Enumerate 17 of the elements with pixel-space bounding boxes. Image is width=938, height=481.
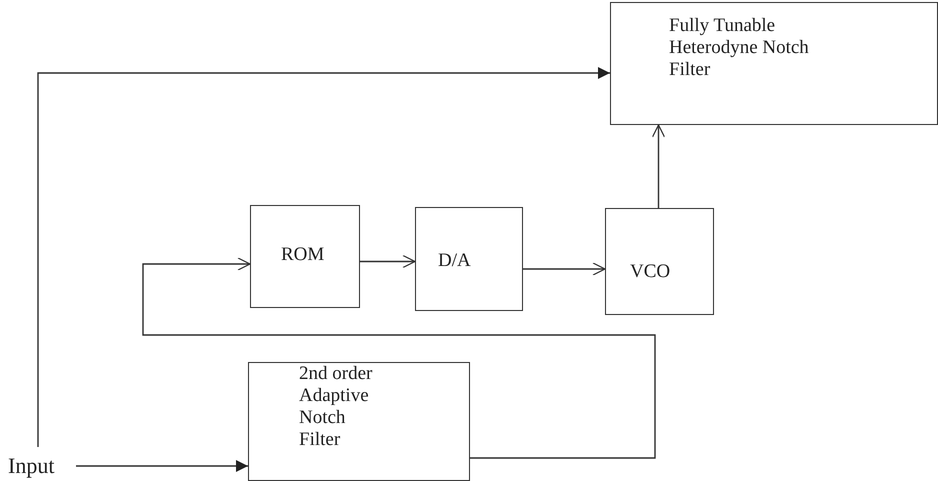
block-label: 2nd order Adaptive Notch Filter (299, 363, 374, 451)
block-label: D/A (438, 250, 472, 272)
arrow (360, 254, 416, 268)
filter-block (610, 2, 938, 125)
arrow (652, 124, 666, 208)
arrow (37, 67, 610, 447)
arrow (76, 460, 248, 472)
arrow (523, 262, 606, 276)
block-label: Fully Tunable Heterodyne Notch Filter (669, 15, 810, 81)
filter-block (248, 362, 470, 481)
input-label: Input (8, 453, 56, 479)
block-label: ROM (281, 244, 326, 266)
rom-block (250, 205, 360, 308)
arrow (142, 257, 656, 459)
converter-block (415, 207, 523, 311)
vco-block (605, 208, 714, 315)
block-label: VCO (630, 261, 672, 283)
